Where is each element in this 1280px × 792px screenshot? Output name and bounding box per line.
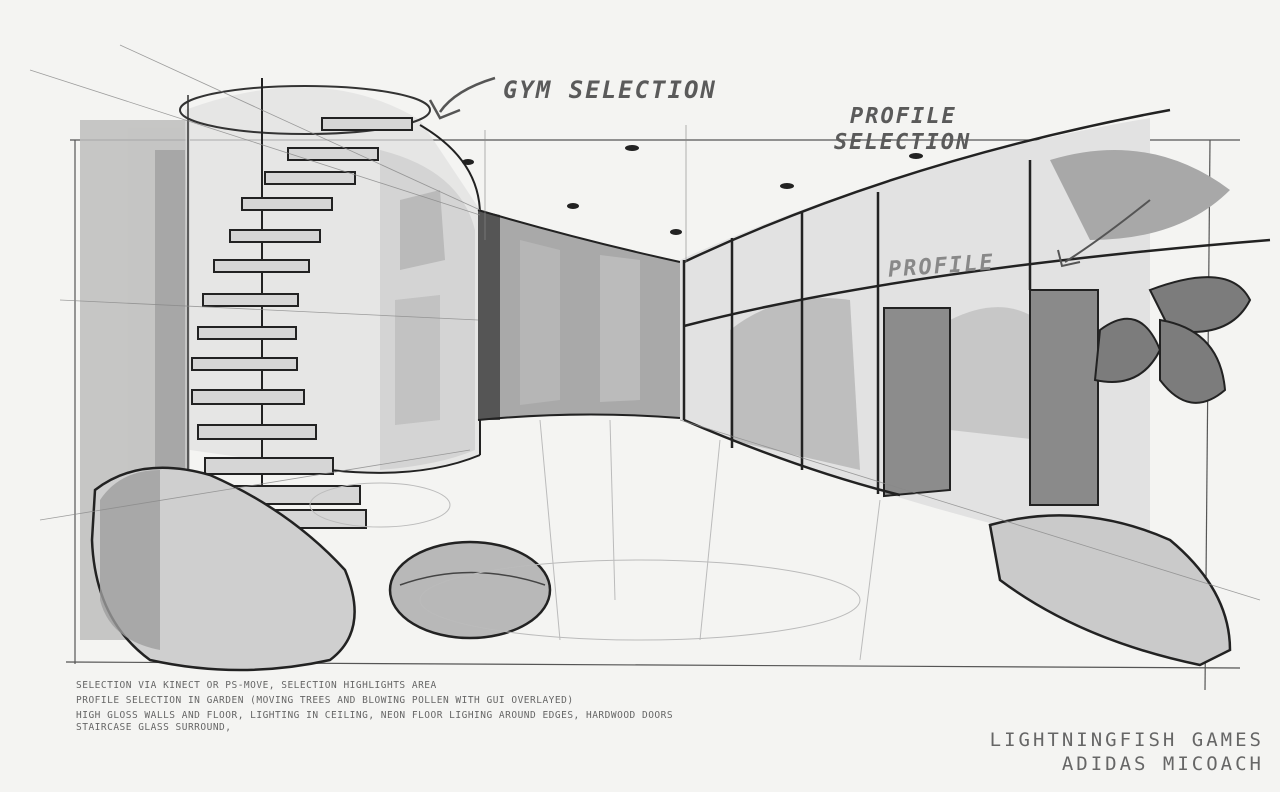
profile-selection-label-line1: PROFILE — [850, 104, 957, 129]
project-name: ADIDAS MICOACH — [1061, 753, 1264, 775]
seating-pods — [90, 466, 1232, 672]
studio-name: LIGHTNINGFISH GAMES — [989, 729, 1264, 751]
floor-reflections — [309, 419, 881, 661]
ceiling-lights — [462, 145, 923, 235]
plant-right — [1093, 276, 1252, 404]
window-wall — [680, 108, 1271, 560]
gym-selection-label: GYM SELECTION — [503, 76, 717, 104]
profile-selection-label-line2: SELECTION — [834, 130, 972, 155]
back-wall — [477, 209, 681, 421]
note-line: STAIRCASE GLASS SURROUND, — [76, 722, 232, 733]
gym-arrow-icon — [428, 76, 496, 120]
construction-lines — [29, 44, 1261, 601]
credits-block: LIGHTNINGFISH GAMES ADIDAS MICOACH — [990, 728, 1264, 776]
note-line: HIGH GLOSS WALLS AND FLOOR, LIGHTING IN … — [76, 710, 674, 721]
design-notes: SELECTION VIA KINECT OR PS-MOVE, SELECTI… — [76, 678, 673, 735]
note-line: SELECTION VIA KINECT OR PS-MOVE, SELECTI… — [76, 680, 437, 691]
note-line: PROFILE SELECTION IN GARDEN (MOVING TREE… — [76, 695, 574, 706]
profile-arrow-icon — [1057, 199, 1151, 268]
staircase-glass-surround — [179, 78, 481, 520]
